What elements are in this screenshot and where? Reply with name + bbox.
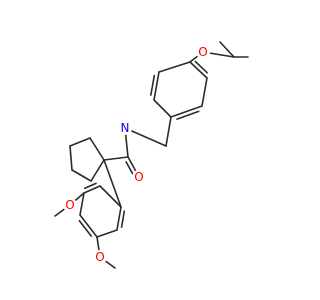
bond-layer — [54, 41, 249, 269]
bond-b1-b2 — [83, 185, 101, 194]
atom-carbonyl-oxygen: O — [132, 170, 146, 184]
bond-b3-b4-second — [78, 219, 93, 237]
bond-b6-b1 — [99, 185, 122, 208]
bond-a5-a6 — [201, 77, 208, 107]
molecule-structure: O N O O O — [54, 41, 249, 269]
bond-a4-ch2 — [165, 116, 172, 147]
bond-ch2-N — [124, 127, 167, 147]
bond-a2-a3 — [153, 71, 160, 101]
bond-a6-a1-second — [194, 60, 208, 74]
atom-isopropoxy-oxygen: O — [196, 45, 210, 59]
bond-b4-b5 — [96, 229, 118, 238]
atom-amide-nitrogen: N — [118, 121, 132, 135]
bond-me1-iC — [219, 41, 235, 58]
bond-b1-b2-second — [83, 182, 97, 190]
atom-layer: O N O O O — [63, 45, 210, 264]
atom-carbonyl-oxygen-label: O — [134, 170, 143, 184]
bond-cC-q — [103, 156, 129, 161]
bond-q-b6 — [103, 159, 122, 208]
bond-a4-a5-second — [176, 110, 200, 120]
bond-cC-cO-second — [125, 161, 135, 177]
bond-b5-b6-second — [120, 210, 126, 229]
atom-methoxy-oxygen-lower: O — [93, 250, 107, 264]
bond-a4-a5 — [170, 105, 203, 118]
bond-r1-r2 — [69, 137, 91, 147]
bond-r3-r4 — [71, 169, 92, 182]
bond-b5-b6 — [116, 206, 122, 231]
atom-amide-nitrogen-label: N — [121, 121, 130, 135]
bond-a1-a2 — [158, 61, 191, 73]
atom-methoxy-oxygen-upper-label: O — [65, 198, 74, 212]
bond-b3-b4 — [79, 214, 98, 238]
bond-a6-a1 — [189, 61, 208, 79]
atom-methoxy-oxygen-upper: O — [63, 198, 77, 212]
bond-r2-r3 — [69, 145, 73, 171]
bond-q-r1 — [89, 137, 105, 161]
bond-a3-a4 — [153, 99, 172, 118]
bond-b2-b3 — [79, 192, 85, 216]
bond-a2-a3-second — [150, 74, 156, 96]
atom-isopropoxy-oxygen-label: O — [198, 45, 207, 59]
atom-methoxy-oxygen-lower-label: O — [95, 250, 104, 264]
bond-r4-q — [90, 159, 105, 182]
